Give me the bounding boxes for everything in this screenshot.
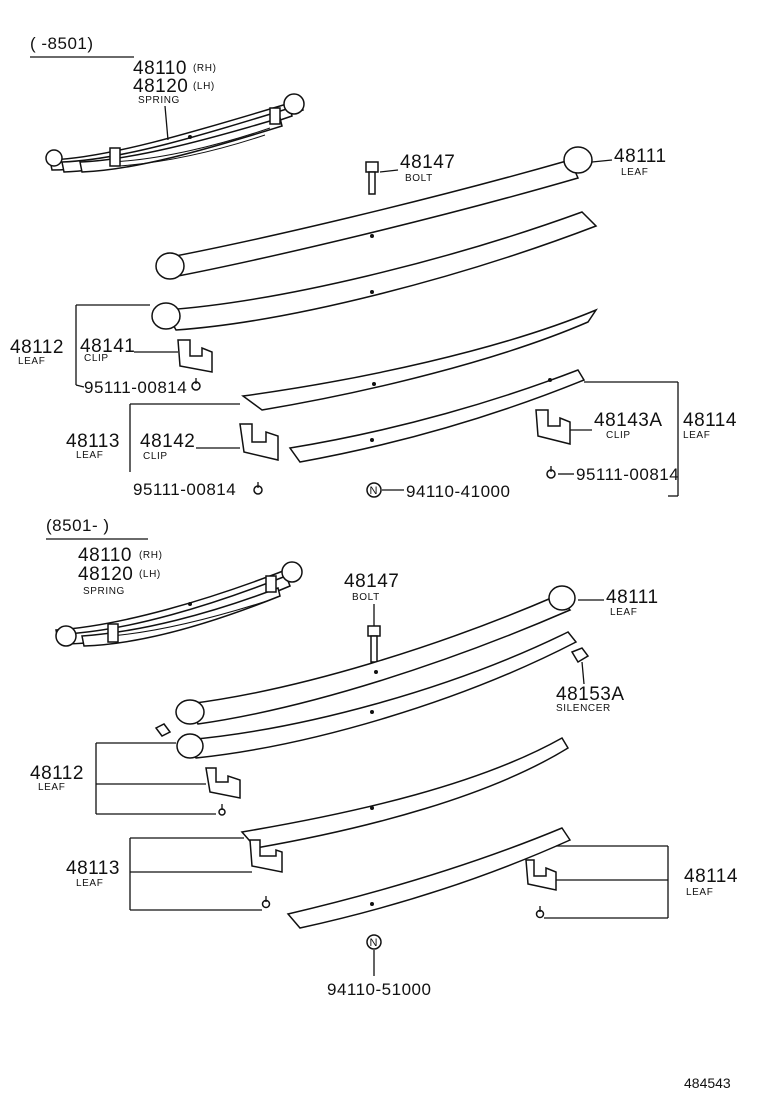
top-section: ( -8501) 48110 (RH) 48120 (LH) SPRING 48… (10, 34, 737, 501)
bottom-bolt-part: 48147 (344, 571, 399, 592)
top-screw-left-2: 95111-00814 (133, 480, 236, 499)
svg-text:N: N (370, 937, 378, 949)
bottom-leaf-48113-part: 48113 (66, 858, 120, 879)
top-leaf-48113-label: LEAF (76, 450, 103, 461)
bottom-range-label: (8501- ) (46, 516, 110, 535)
top-screw-right-icon (546, 466, 556, 479)
top-leaf-48113-part: 48113 (66, 431, 120, 452)
bottom-leaf-48111-part: 48111 (606, 587, 659, 608)
bottom-spring-assembly (55, 561, 303, 647)
top-screw-left-2-icon (253, 482, 263, 495)
top-nut-part: 94110-41000 (406, 482, 510, 501)
top-bolt-part: 48147 (400, 152, 455, 173)
top-clip-48143a-part: 48143A (594, 410, 663, 431)
bottom-nut-part: 94110-51000 (327, 980, 431, 999)
top-spring-lh-part: 48120 (133, 76, 188, 97)
top-spring-label: SPRING (138, 95, 180, 106)
bottom-leaf-48114 (286, 827, 572, 929)
top-leaf-48114 (288, 369, 586, 463)
top-leaf-48114-part: 48114 (683, 410, 737, 431)
top-spring-lh-suffix: (LH) (193, 81, 215, 92)
bottom-leaf-48114-part: 48114 (684, 866, 738, 887)
top-range-label: ( -8501) (30, 34, 94, 53)
top-clip-48142-icon (239, 423, 279, 461)
top-clip-48141-icon (177, 339, 213, 373)
top-clip-48143a-label: CLIP (606, 430, 631, 441)
bottom-leaf-48113 (240, 736, 570, 873)
top-clip-48142-part: 48142 (140, 431, 195, 452)
bottom-leaf-48112-label: LEAF (38, 782, 65, 793)
top-spring-rh-part: 48110 (133, 58, 187, 79)
top-screw-left-1-icon (191, 378, 201, 391)
bottom-clip-48112-icon (205, 767, 241, 799)
top-nut-icon: N (366, 482, 382, 498)
bottom-leaf-48112 (154, 631, 578, 759)
bottom-section: (8501- ) 48110 (RH) 48120 (LH) SPRING 48… (30, 516, 738, 999)
bottom-bolt-label: BOLT (352, 592, 380, 603)
top-leaf-48111-label: LEAF (621, 167, 648, 178)
top-leaf-48114-label: LEAF (683, 430, 710, 441)
top-screw-right: 95111-00814 (576, 465, 679, 484)
top-spring-assembly (45, 93, 305, 173)
top-clip-48141-label: CLIP (84, 353, 109, 364)
bottom-spring-lh-suffix: (LH) (139, 569, 161, 580)
top-clip-48143a-icon (535, 409, 571, 445)
top-leaf-48113 (241, 308, 598, 411)
bottom-spring-label: SPRING (83, 586, 125, 597)
top-leaf-48112-part: 48112 (10, 337, 64, 358)
bottom-bolt-icon (367, 625, 381, 663)
bottom-nut-icon: N (366, 934, 382, 950)
bottom-silencer-label: SILENCER (556, 703, 611, 714)
bottom-leaf-48113-label: LEAF (76, 878, 103, 889)
top-leaf-48112 (151, 211, 598, 331)
bottom-screw-48112-icon (218, 804, 226, 816)
bottom-leaf-48111 (175, 585, 576, 725)
top-leaf-48111-part: 48111 (614, 146, 667, 167)
bottom-silencer-part: 48153A (556, 684, 625, 705)
svg-text:N: N (370, 485, 378, 497)
bottom-leaf-48111-label: LEAF (610, 607, 637, 618)
bottom-spring-lh-part: 48120 (78, 564, 133, 585)
bottom-leaf-48112-part: 48112 (30, 763, 84, 784)
top-leaf-48112-label: LEAF (18, 356, 45, 367)
top-leaf-48111 (155, 146, 593, 280)
bottom-screw-48113-icon (261, 896, 271, 909)
top-clip-48142-label: CLIP (143, 451, 168, 462)
bottom-screw-48114-icon (535, 906, 545, 919)
top-bolt-icon (365, 161, 379, 195)
bottom-silencer-icon (570, 647, 590, 664)
bottom-spring-rh-suffix: (RH) (139, 550, 163, 561)
bottom-leaf-48114-label: LEAF (686, 887, 713, 898)
reference-number: 484543 (684, 1075, 731, 1091)
top-clip-48141-part: 48141 (80, 336, 135, 357)
bottom-spring-rh-part: 48110 (78, 545, 132, 566)
top-screw-left-1: 95111-00814 (84, 378, 187, 397)
top-spring-rh-suffix: (RH) (193, 63, 217, 74)
top-bolt-label: BOLT (405, 173, 433, 184)
